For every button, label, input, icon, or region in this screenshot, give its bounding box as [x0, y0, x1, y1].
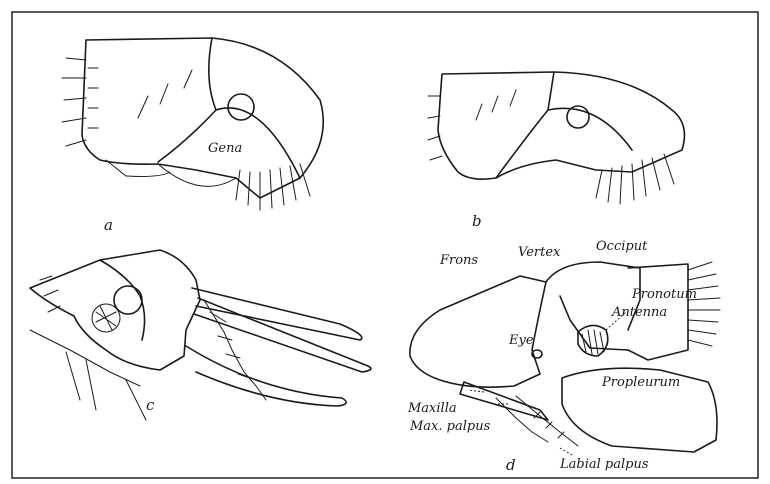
panel-d-label-maxilla: Maxilla — [407, 401, 457, 416]
panel-b-letter: b — [472, 212, 482, 230]
panel-a-letter: a — [104, 216, 113, 234]
panel-b-head-drawing — [428, 72, 684, 204]
panel-d-label-max-palpus: Max. palpus — [409, 419, 491, 434]
panel-d-label-propleurum: Propleurum — [601, 375, 680, 390]
panel-a-label-gena: Gena — [208, 141, 242, 156]
panel-d-label-eye: Eye — [508, 333, 534, 348]
panel-d-label-occiput: Occiput — [596, 239, 648, 254]
panel-d-label-frons: Frons — [439, 253, 478, 268]
panel-c-head-drawing — [30, 250, 371, 420]
panel-d-letter: d — [506, 456, 516, 474]
panel-d-label-antenna: Antenna — [611, 305, 667, 320]
panel-d-label-pronotum: Pronotum — [631, 287, 697, 302]
panel-c-letter: c — [146, 396, 155, 414]
panel-d-label-labial-palpus: Labial palpus — [559, 457, 649, 472]
panel-d-label-vertex: Vertex — [518, 245, 561, 260]
panel-a-head-drawing — [62, 38, 323, 210]
